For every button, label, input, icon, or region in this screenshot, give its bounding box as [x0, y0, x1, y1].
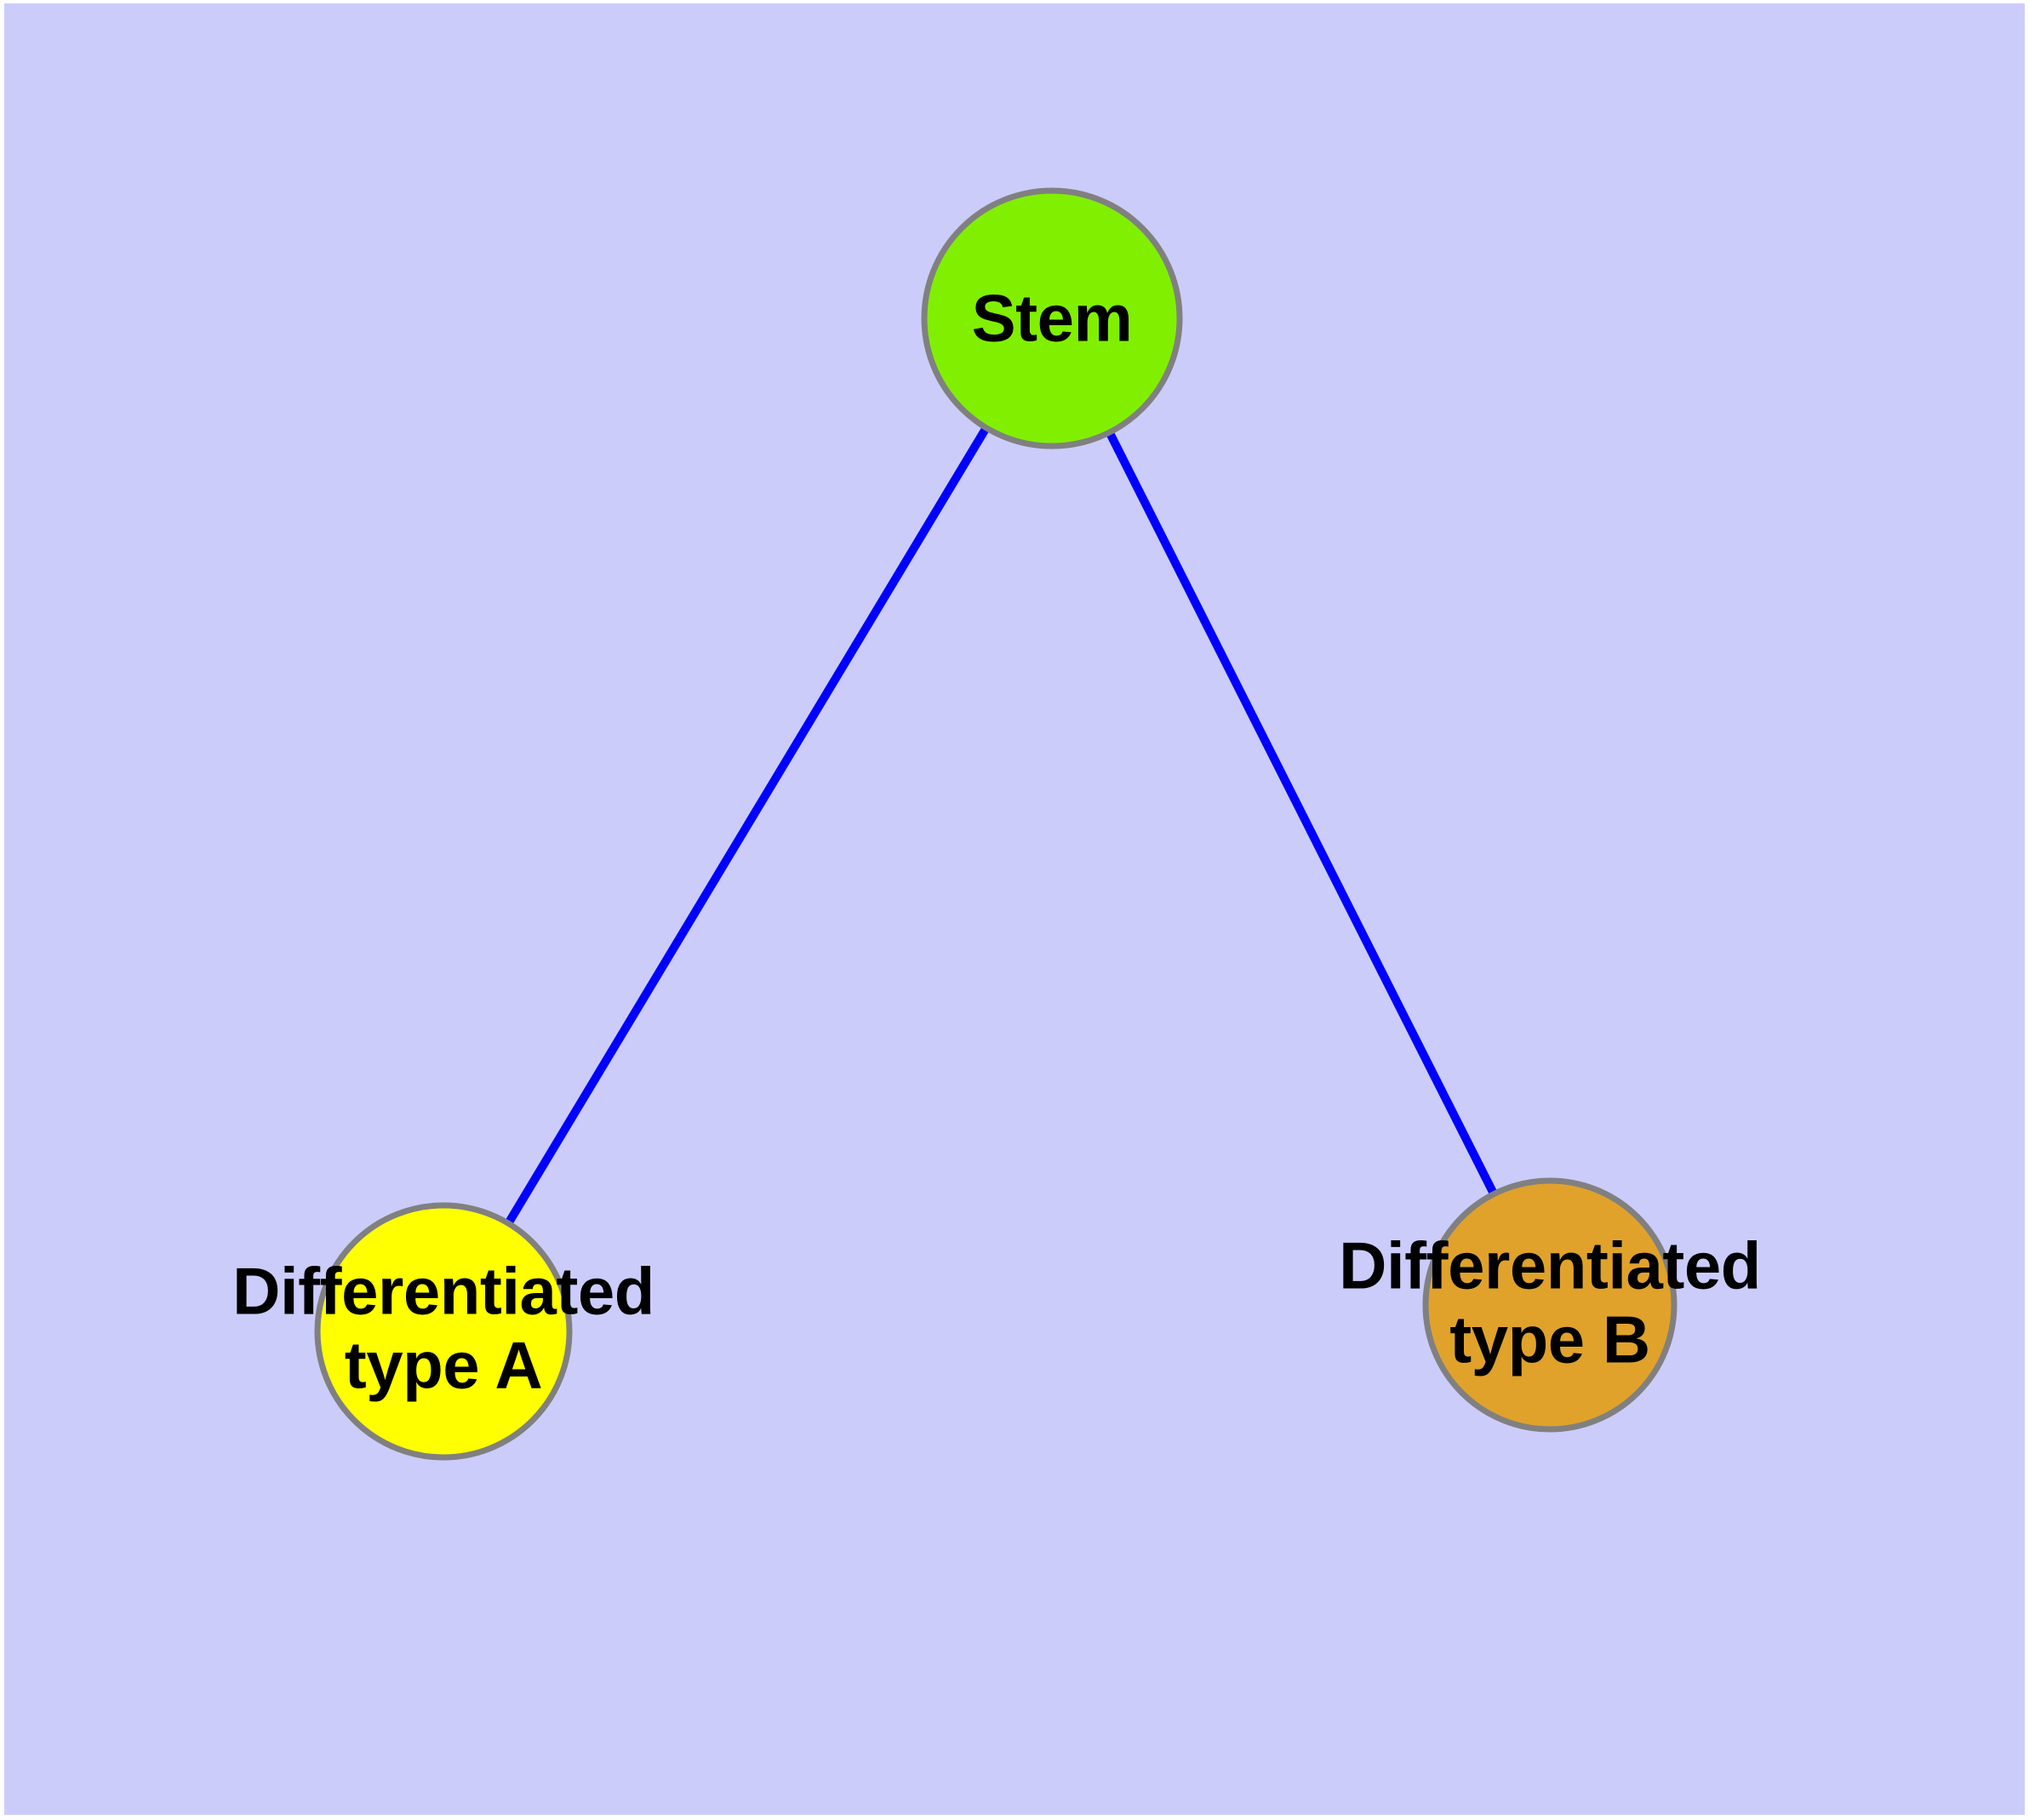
node-circle-differentiated-type-a[interactable]: [314, 1202, 573, 1461]
node-layer: [314, 187, 1677, 1461]
edge-stem-to-differentiated-type-b[interactable]: [1048, 316, 1554, 1308]
node-circle-stem[interactable]: [921, 187, 1183, 449]
edge-stem-to-differentiated-type-a[interactable]: [439, 316, 1056, 1334]
node-circle-differentiated-type-b[interactable]: [1422, 1177, 1677, 1433]
edge-layer: [439, 316, 1554, 1334]
